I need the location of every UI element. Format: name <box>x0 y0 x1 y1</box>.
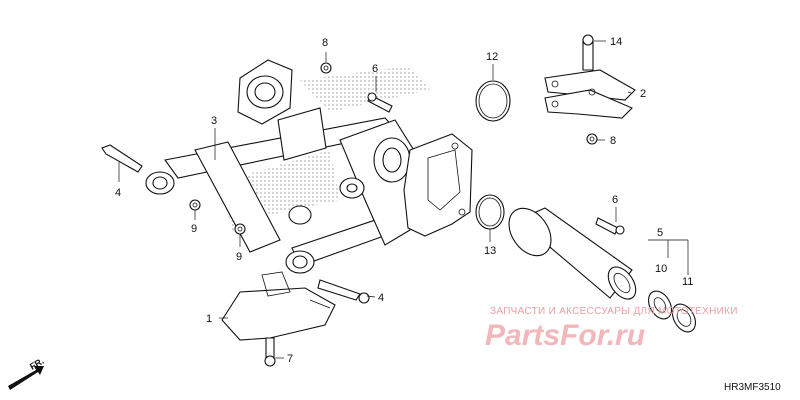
fasteners <box>101 34 625 367</box>
front-arrow-icon <box>8 366 44 390</box>
bearing-housing <box>508 207 637 300</box>
diagram-code: HR3MF3510 <box>724 382 781 393</box>
callout-4-lower: 4 <box>378 292 384 304</box>
callout-8-right: 8 <box>610 135 616 147</box>
callout-14: 14 <box>610 36 622 48</box>
bearing-and-seal <box>647 290 697 333</box>
callout-8-top: 8 <box>322 37 328 49</box>
callout-1: 1 <box>206 313 212 325</box>
callout-13: 13 <box>484 245 496 257</box>
front-label: FR. <box>28 356 46 372</box>
callout-9-left: 9 <box>191 223 197 235</box>
front-direction-indicator: FR. <box>8 356 46 390</box>
callout-4-left: 4 <box>115 187 121 199</box>
bracket <box>544 69 636 119</box>
watermark-tagline: ЗАПЧАСТИ И АКСЕССУАРЫ ДЛЯ МОТОТЕХНИКИ <box>490 306 738 317</box>
o-rings <box>475 80 511 230</box>
skid-guard <box>221 271 336 341</box>
callout-9-mid: 9 <box>236 251 242 263</box>
callout-3: 3 <box>211 115 217 127</box>
swingarm <box>145 59 421 274</box>
callouts: 1 2 3 4 4 5 6 6 7 8 8 9 9 10 11 12 13 14 <box>115 36 693 365</box>
leader-lines <box>118 40 689 359</box>
callout-10: 10 <box>655 263 667 275</box>
drive-plate <box>403 133 473 237</box>
callout-2: 2 <box>640 88 646 100</box>
callout-7: 7 <box>287 353 293 365</box>
callout-6-right: 6 <box>612 194 618 206</box>
callout-12: 12 <box>486 51 498 63</box>
callout-6-top: 6 <box>372 63 378 75</box>
callout-11: 11 <box>682 276 693 288</box>
watermark: ЗАПЧАСТИ И АКСЕССУАРЫ ДЛЯ МОТОТЕХНИКИ Pa… <box>485 306 738 352</box>
watermark-logo: PartsFor.ru <box>485 319 645 352</box>
callout-5: 5 <box>657 227 663 239</box>
